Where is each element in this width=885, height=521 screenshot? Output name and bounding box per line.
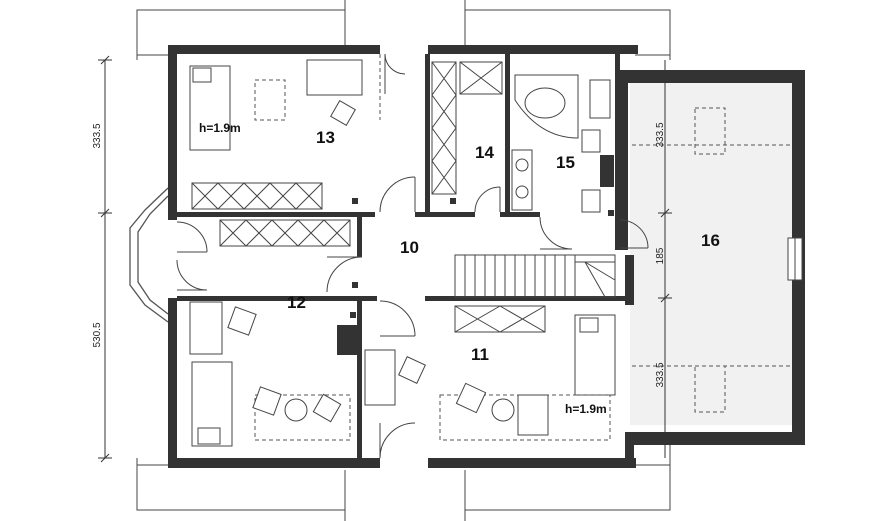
dim-right-middle: 185: [655, 247, 666, 264]
dim-left-bottom: 530.5: [92, 322, 103, 347]
room11-furniture: [364, 314, 616, 441]
room-16-label: 16: [701, 231, 720, 250]
dim-right-bottom: 333.5: [655, 362, 666, 387]
height-notes: h=1.9m h=1.9m: [199, 121, 607, 416]
bay-window: [129, 187, 169, 323]
stairs: [454, 254, 616, 298]
interior-walls: [177, 54, 625, 458]
dimension-right: 333.5 185 333.5: [655, 60, 672, 458]
exterior-walls: [168, 45, 638, 468]
bathroom-fixtures: [511, 74, 614, 213]
dimension-left: 333.5 530.5: [92, 55, 112, 463]
height-note-room11: h=1.9m: [565, 402, 607, 416]
terrace-16: [615, 70, 805, 445]
room12-furniture: [189, 301, 357, 447]
room-12-label: 12: [287, 293, 306, 312]
room-13-label: 13: [316, 128, 335, 147]
dim-left-top: 333.5: [92, 123, 103, 148]
room-11-label: 11: [471, 345, 489, 364]
room-14-label: 14: [475, 143, 494, 162]
wardrobes: [191, 61, 546, 333]
room-10-label: 10: [400, 238, 419, 257]
room13-furniture: [189, 54, 381, 151]
pillars: [352, 198, 614, 288]
doors: [176, 53, 649, 459]
dim-right-top: 333.5: [655, 122, 666, 147]
room-labels: 10 11 12 13 14 15 16: [287, 128, 720, 364]
roof-outline: [136, 0, 671, 521]
room-15-label: 15: [556, 153, 575, 172]
height-note-room13: h=1.9m: [199, 121, 241, 135]
